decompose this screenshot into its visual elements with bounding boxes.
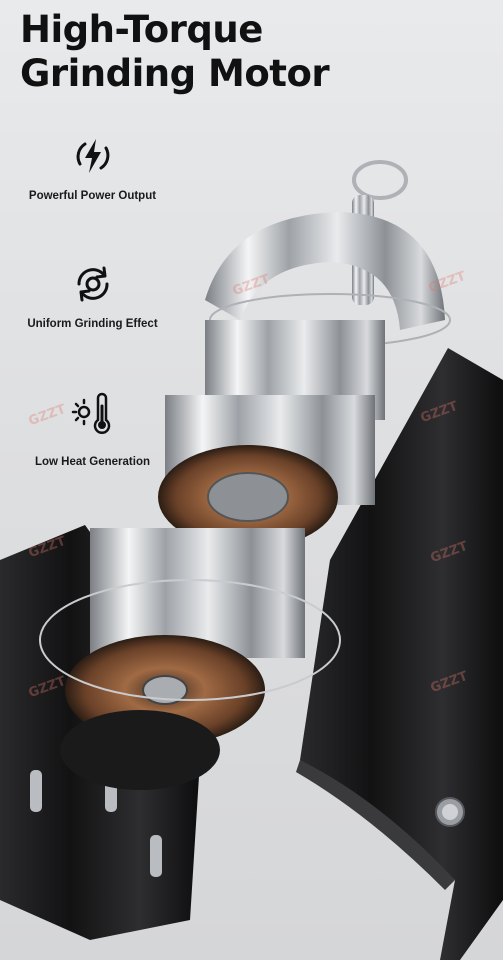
right-housing-shell [296, 348, 503, 960]
rotating-arrows-icon [76, 266, 109, 302]
page-title: High-Torque Grinding Motor [20, 8, 330, 96]
feature-low-heat: Low Heat Generation [0, 392, 185, 468]
title-line-2: Grinding Motor [20, 52, 330, 95]
feature-label: Uniform Grinding Effect [27, 318, 158, 330]
feature-power-output: Powerful Power Output [0, 134, 185, 202]
title-line-1: High-Torque [20, 8, 263, 51]
thermometer-heat-icon [71, 392, 110, 434]
feature-label: Powerful Power Output [28, 190, 157, 202]
upper-motor-cylinder [158, 320, 385, 549]
feature-uniform-grinding: Uniform Grinding Effect [0, 262, 185, 330]
lightning-bolt-icon [76, 139, 109, 173]
base-disc [60, 710, 220, 790]
feature-label: Low Heat Generation [34, 456, 151, 468]
